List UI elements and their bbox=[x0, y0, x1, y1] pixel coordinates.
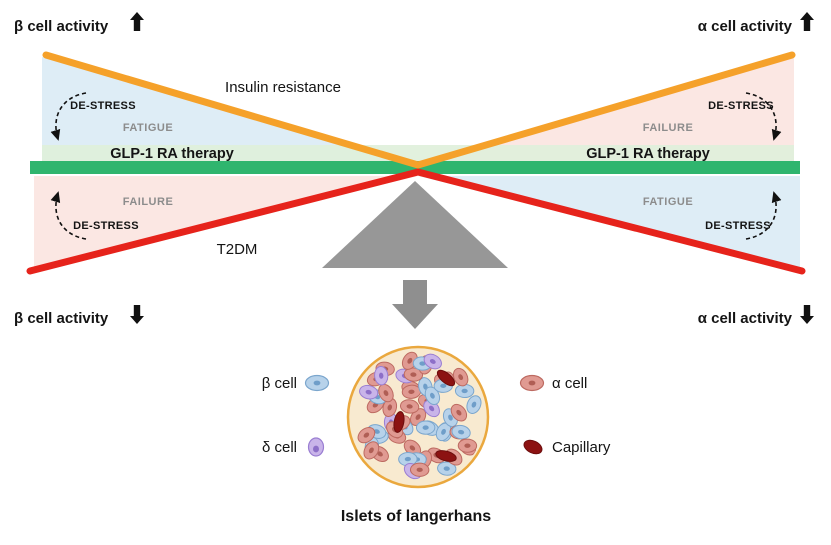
red-line-t2dm bbox=[26, 168, 806, 275]
islet-title: Islets of langerhans bbox=[341, 508, 491, 525]
insulin-resistance-label: Insulin resistance bbox=[225, 79, 341, 96]
legend-beta-cell-label: β cell bbox=[262, 375, 297, 392]
dashed-cycle-arrow-top-left-icon bbox=[50, 92, 87, 141]
orange-line-insulin-resistance bbox=[42, 51, 796, 169]
alpha-cell-icon bbox=[519, 374, 545, 392]
fatigue-bottom-right-label: FATIGUE bbox=[643, 196, 693, 208]
glp1-therapy-right-label: GLP-1 RA therapy bbox=[586, 146, 710, 162]
legend-alpha-cell-label: α cell bbox=[552, 375, 587, 392]
legend-delta-cell-label: δ cell bbox=[262, 439, 297, 456]
destress-bottom-right-label: DE-STRESS bbox=[705, 220, 771, 232]
gray-arrow-stem bbox=[403, 280, 427, 304]
beta-activity-down-label: β cell activity bbox=[14, 310, 109, 327]
destress-top-right-label: DE-STRESS bbox=[708, 100, 774, 112]
dashed-cycle-arrow-bottom-left-icon bbox=[50, 191, 87, 240]
alpha-activity-up-label: α cell activity bbox=[698, 18, 793, 35]
glp1-therapy-left-label: GLP-1 RA therapy bbox=[110, 146, 234, 162]
capillary-icon bbox=[523, 439, 543, 455]
islet-cells-illustration bbox=[357, 351, 482, 480]
dashed-cycle-arrow-top-right-icon bbox=[745, 92, 782, 141]
destress-top-left-label: DE-STRESS bbox=[70, 100, 136, 112]
down-arrow-icon bbox=[800, 305, 814, 324]
beta-cell-icon bbox=[304, 374, 330, 392]
up-arrow-icon bbox=[130, 12, 144, 31]
failure-bottom-left-label: FAILURE bbox=[123, 196, 174, 208]
dashed-cycle-arrow-bottom-right-icon bbox=[745, 191, 782, 240]
alpha-activity-down-label: α cell activity bbox=[698, 310, 793, 327]
failure-top-right-label: FAILURE bbox=[643, 122, 694, 134]
therapy-band bbox=[42, 145, 794, 162]
t2dm-label: T2DM bbox=[217, 241, 258, 258]
up-arrow-icon bbox=[800, 12, 814, 31]
gray-triangle bbox=[322, 181, 508, 268]
down-arrow-icon bbox=[130, 305, 144, 324]
gray-down-arrow-icon bbox=[392, 304, 438, 329]
fatigue-top-left-label: FATIGUE bbox=[123, 122, 173, 134]
delta-cell-icon bbox=[307, 437, 325, 457]
destress-bottom-left-label: DE-STRESS bbox=[73, 220, 139, 232]
beta-activity-up-label: β cell activity bbox=[14, 18, 109, 35]
legend-capillary-label: Capillary bbox=[552, 439, 611, 456]
